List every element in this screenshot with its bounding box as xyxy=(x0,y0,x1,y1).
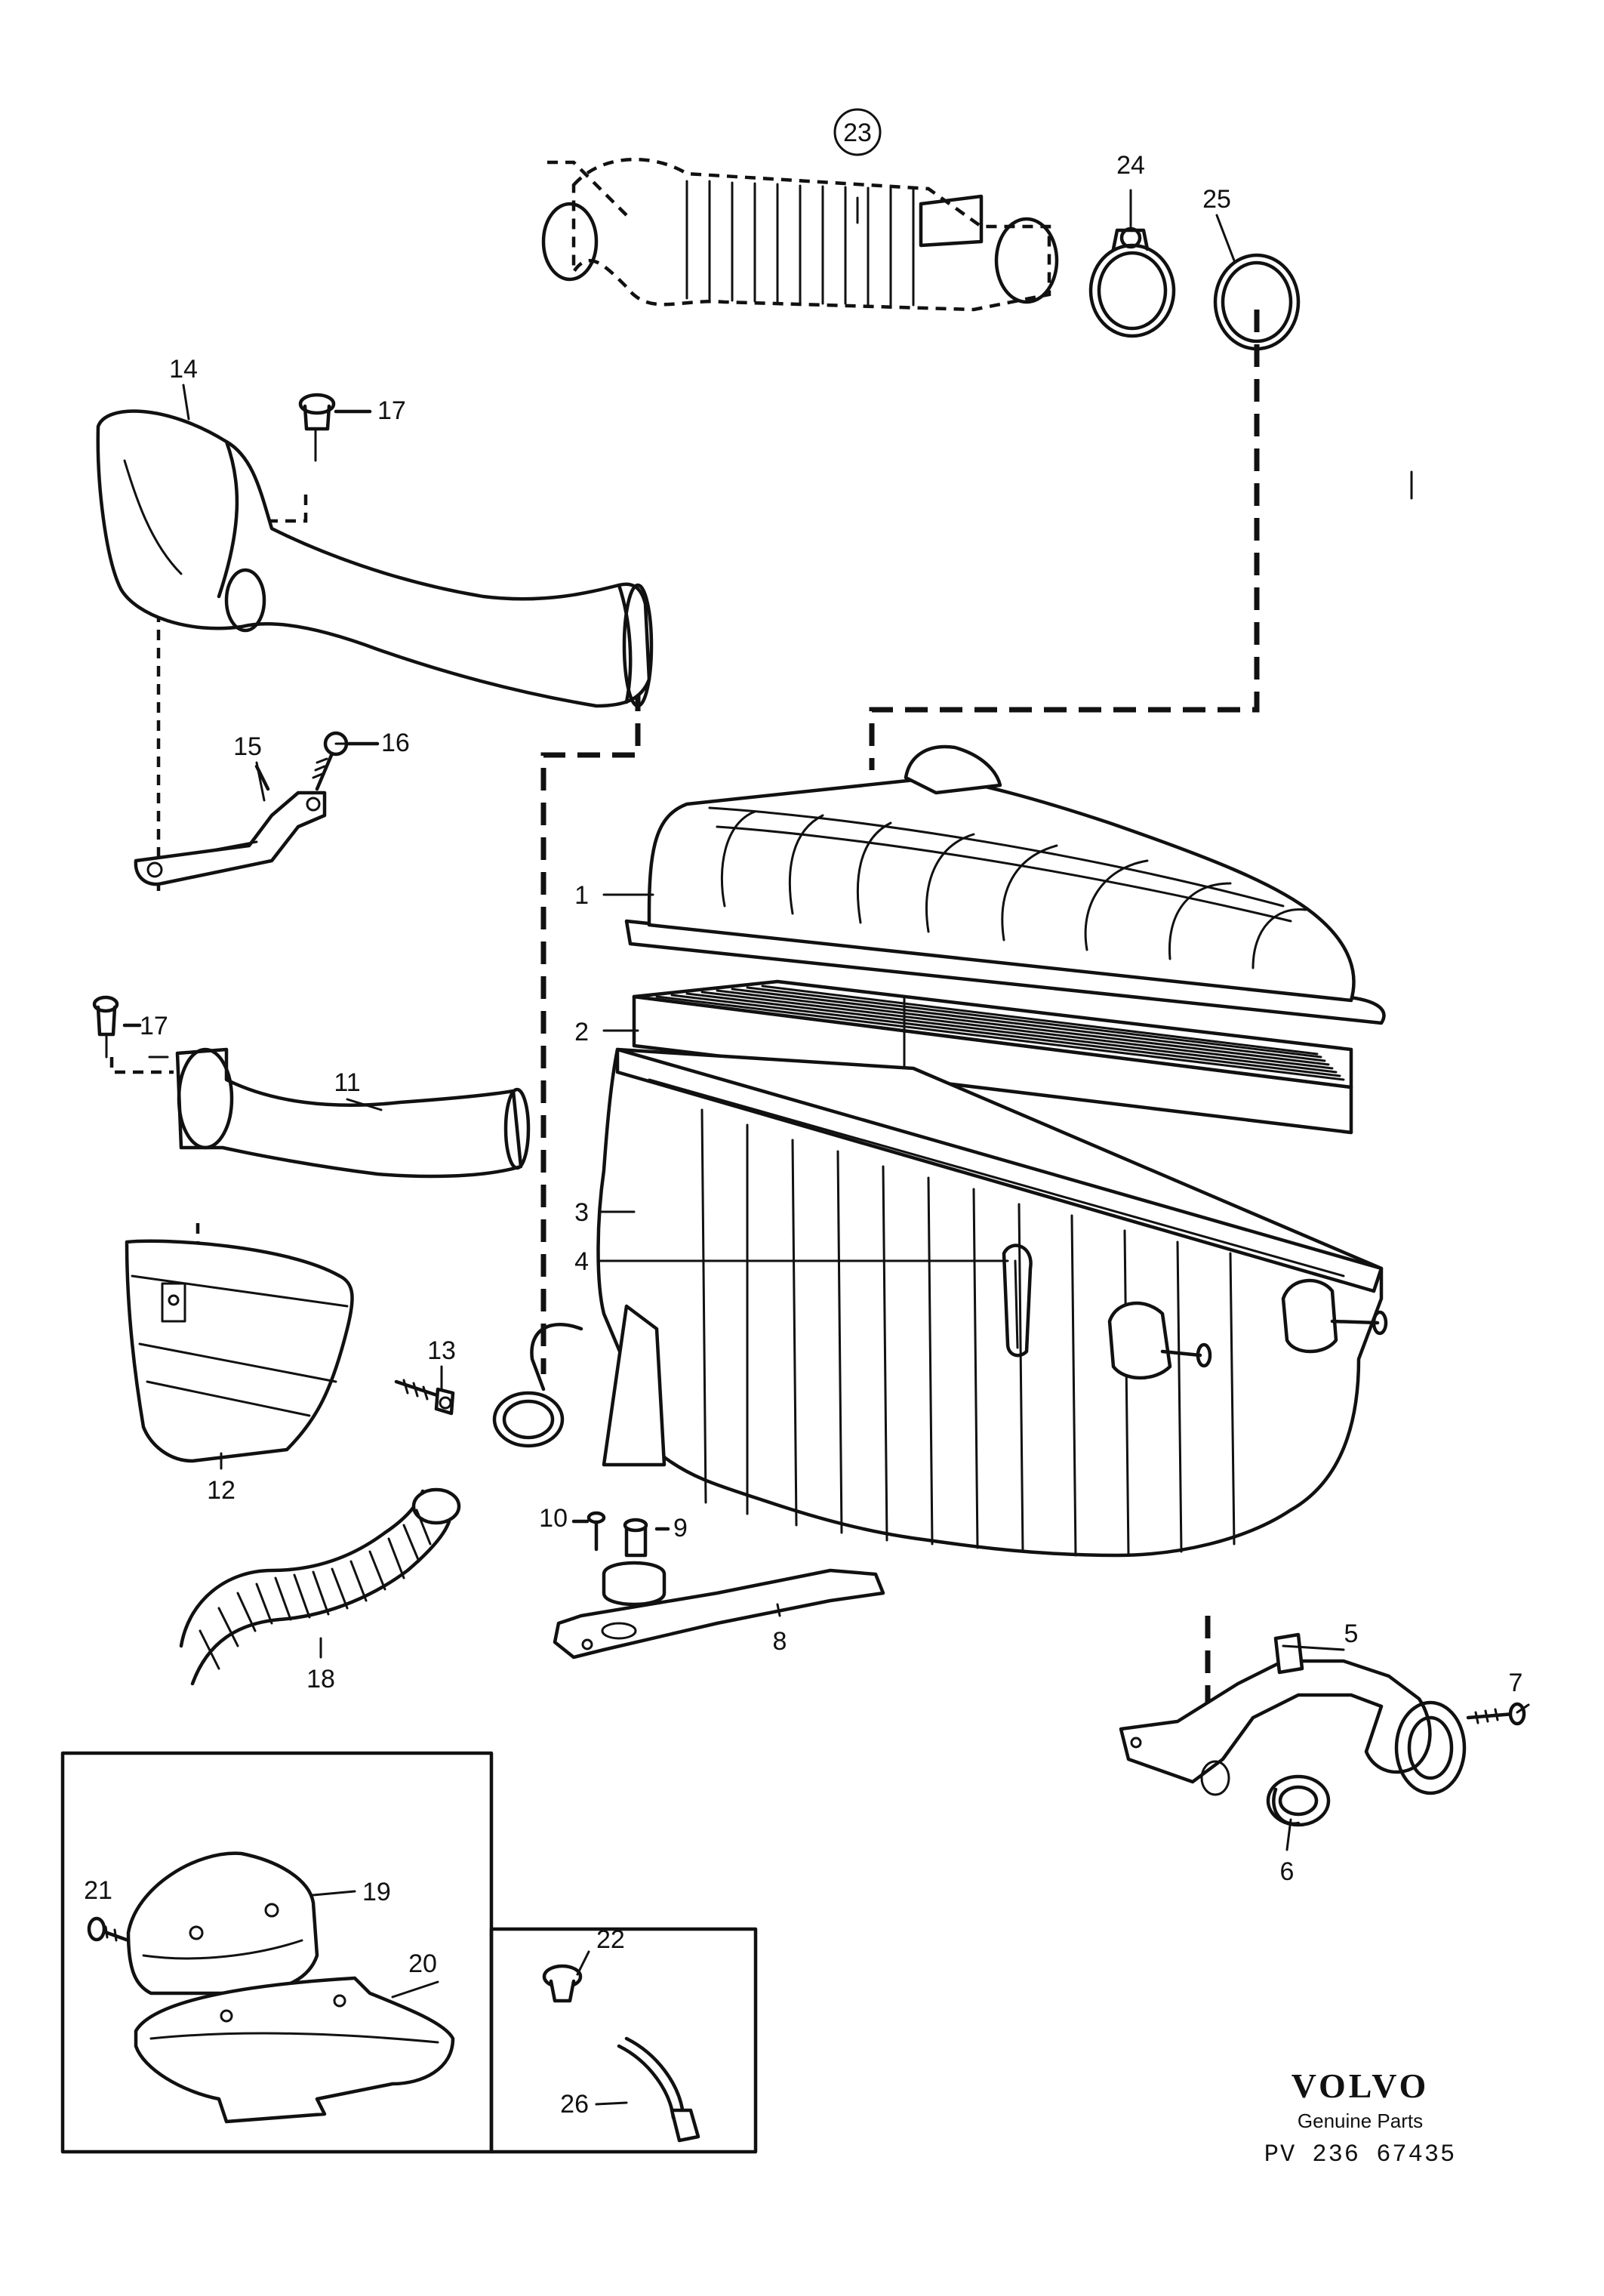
callout-1: 1 xyxy=(574,881,589,910)
callout-8: 8 xyxy=(773,1627,787,1656)
callout-16: 16 xyxy=(381,729,410,757)
callout-17-lower: 17 xyxy=(140,1012,168,1040)
part-3-air-cleaner-housing xyxy=(492,1047,1388,1558)
part-6-rubber-grommet xyxy=(1266,1774,1331,1827)
part-17-push-pin-upper xyxy=(298,393,372,462)
part-21-screw xyxy=(87,1916,131,1943)
part-13-bolt xyxy=(394,1379,455,1416)
callout-21: 21 xyxy=(84,1876,112,1905)
callout-11: 11 xyxy=(334,1068,360,1097)
part-9-mounting-stud xyxy=(602,1518,670,1607)
callout-numbers: 23 24 25 14 17 15 16 1 17 2 11 3 4 13 12… xyxy=(84,108,1523,2119)
callout-20: 20 xyxy=(408,1949,437,1978)
part-4-retaining-clip xyxy=(1002,1244,1033,1358)
part-22-plastic-rivet xyxy=(542,1964,583,2003)
callout-18: 18 xyxy=(306,1665,335,1693)
part-18-corrugated-hose xyxy=(179,1487,461,1686)
callout-17-upper: 17 xyxy=(377,396,406,425)
callout-15: 15 xyxy=(233,732,262,761)
part-10-screw xyxy=(571,1511,606,1552)
callout-10: 10 xyxy=(539,1504,568,1533)
callout-12: 12 xyxy=(207,1476,236,1505)
callout-19: 19 xyxy=(362,1878,391,1906)
volvo-logo: VOLVO xyxy=(1292,2066,1430,2105)
callout-26: 25 xyxy=(1202,185,1231,214)
callout-23: 26 xyxy=(560,2090,589,2119)
callout-7: 7 xyxy=(1509,1669,1523,1697)
part-12-shield xyxy=(125,1239,354,1463)
part-23-cable-tie xyxy=(617,2036,700,2143)
part-19-heat-shield xyxy=(126,1851,319,1996)
callout-25: 24 xyxy=(1116,151,1145,180)
callout-6: 6 xyxy=(1280,1857,1295,1886)
callout-4: 4 xyxy=(574,1247,589,1276)
genuine-parts-label: Genuine Parts xyxy=(1298,2110,1423,2132)
part-1-air-cleaner-cover xyxy=(624,744,1386,1025)
volvo-brand-block: VOLVO Genuine Parts PV 236 67435 xyxy=(1264,2066,1456,2168)
callout-13: 13 xyxy=(427,1336,456,1365)
part-7-screw xyxy=(1466,1702,1526,1726)
callout-5: 5 xyxy=(1344,1620,1359,1648)
part-14-air-duct xyxy=(96,409,654,708)
leader-lines xyxy=(148,189,1530,2106)
diagram-code: PV 236 67435 xyxy=(1264,2140,1456,2168)
part-25-hose-clamp xyxy=(1088,227,1176,338)
callout-24: 23 xyxy=(843,119,872,147)
part-11-lower-air-duct xyxy=(175,1047,531,1179)
part-24-intake-hose xyxy=(541,157,1059,312)
inset-box-heat-shield xyxy=(60,1751,758,2154)
part-2-filter-element xyxy=(632,979,1353,1135)
callout-9: 9 xyxy=(673,1514,688,1542)
part-17-push-pin-lower xyxy=(92,995,142,1059)
part-16-screw xyxy=(312,731,380,791)
part-8-lower-bracket xyxy=(553,1568,885,1660)
part-15-bracket xyxy=(134,764,327,886)
assembly-guide-lines xyxy=(109,160,1260,1729)
callout-2: 2 xyxy=(574,1018,589,1046)
part-26-sealing-ring xyxy=(1213,253,1301,351)
callout-22: 22 xyxy=(596,1925,625,1954)
part-20-shield-tray xyxy=(134,1976,455,2124)
callout-3: 3 xyxy=(574,1198,589,1227)
part-5-side-bracket xyxy=(1119,1632,1467,1796)
callout-14: 14 xyxy=(169,355,198,384)
